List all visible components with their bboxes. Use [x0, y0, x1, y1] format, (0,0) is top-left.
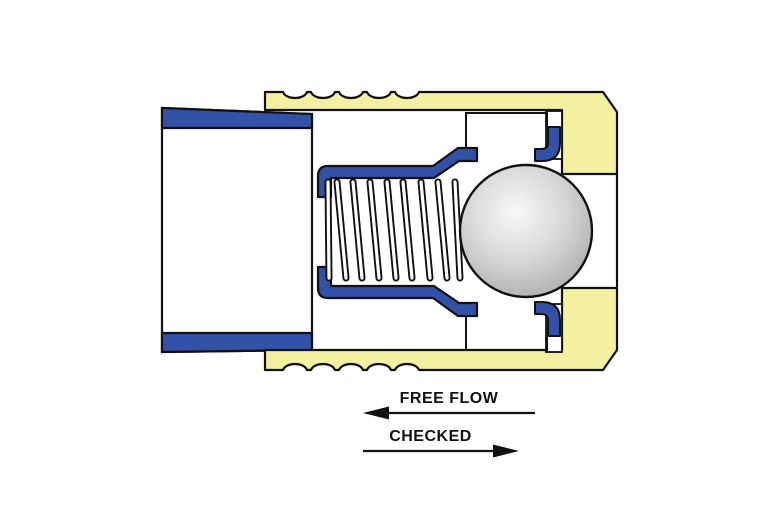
spring [324, 178, 464, 282]
cavity-outline-upper [465, 112, 548, 149]
plug-body [160, 106, 314, 354]
spring-cage-upper [316, 146, 479, 199]
spring-coil-cores [326, 180, 462, 280]
checked-arrow [363, 444, 519, 458]
plug-fitting [160, 106, 314, 354]
checked-label: CHECKED [389, 428, 472, 445]
free-flow-label: FREE FLOW [399, 390, 499, 407]
free-flow-arrow [363, 406, 535, 420]
seat-seal-lower [534, 301, 561, 337]
seat-seal-upper [534, 126, 561, 162]
valve-body-upper [263, 90, 619, 176]
checked-arrowhead [493, 444, 519, 458]
free-flow-arrowhead [363, 406, 389, 420]
cavity-outline-lower [465, 314, 548, 351]
spring-cage [316, 146, 479, 318]
valve-body-lower [263, 286, 619, 372]
check-ball [458, 163, 594, 299]
plug-seal-band-top [160, 106, 314, 130]
spring-cage-lower [316, 265, 479, 318]
